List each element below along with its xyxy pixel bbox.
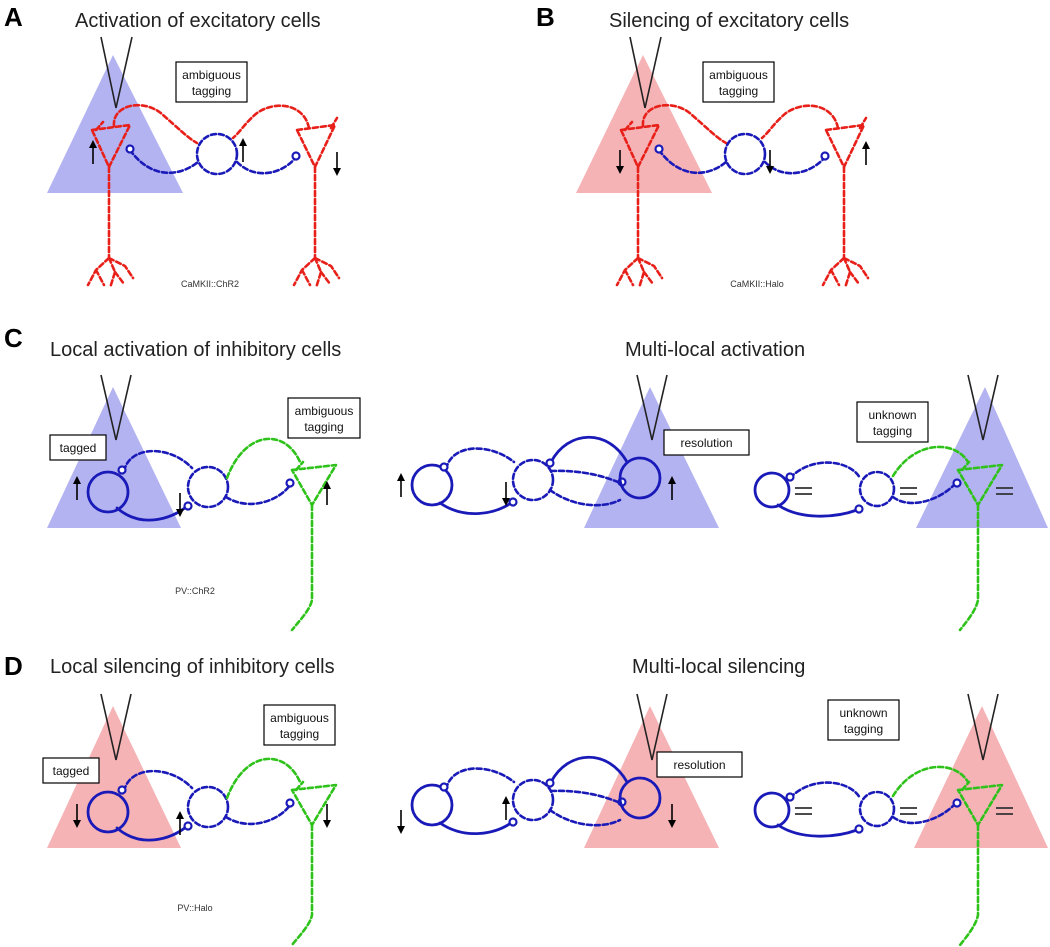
unknown-neuron xyxy=(891,445,1004,632)
ambiguous-tagging-box xyxy=(702,61,775,103)
interneuron-chain xyxy=(753,461,962,518)
resolution-box xyxy=(663,429,750,456)
box-line-1: ambiguous xyxy=(182,68,241,82)
activity-arrows xyxy=(73,804,331,835)
recording-electrode xyxy=(100,374,132,441)
panel-a-letter: A xyxy=(4,2,23,32)
tagged-label: tagged xyxy=(53,764,90,778)
box-line-2: tagging xyxy=(844,722,883,736)
interneuron-chain xyxy=(410,435,662,516)
panel-c-letter: C xyxy=(4,323,23,353)
activity-arrows xyxy=(397,473,676,506)
panel-a-title: Activation of excitatory cells xyxy=(75,10,321,32)
recording-electrode xyxy=(100,36,133,109)
box-line-2: tagging xyxy=(280,727,319,741)
recording-electrode xyxy=(636,693,668,761)
inhibitory-interneuron xyxy=(117,449,295,509)
box-line-2: tagging xyxy=(192,84,231,98)
resolution-label: resolution xyxy=(673,758,725,772)
box-line-1: unknown xyxy=(839,706,887,720)
panel-b: B Silencing of excitatory cells ambiguou… xyxy=(536,2,870,290)
panel-d-title: Local silencing of inhibitory cells xyxy=(50,656,335,678)
inhibitory-interneuron xyxy=(125,132,301,176)
excitatory-neuron-right xyxy=(231,104,341,290)
ambiguous-tagging-box xyxy=(175,61,248,103)
excitatory-neuron-left xyxy=(615,104,728,290)
recording-electrode xyxy=(967,374,999,441)
box-line-1: ambiguous xyxy=(295,404,354,418)
tagged-interneuron xyxy=(86,790,193,842)
box-line-1: ambiguous xyxy=(709,68,768,82)
unknown-neuron xyxy=(891,765,1004,947)
box-line-1: ambiguous xyxy=(270,711,329,725)
tagged-box xyxy=(49,434,107,461)
unknown-tagging-box xyxy=(827,699,900,741)
resolution-label: resolution xyxy=(680,436,732,450)
light-cone-silencing xyxy=(914,706,1048,848)
inhibitory-interneuron xyxy=(117,769,295,829)
construct-label: CaMKII::Halo xyxy=(730,279,784,289)
panel-c-multi-title: Multi-local activation xyxy=(625,339,805,361)
excitatory-neuron-left xyxy=(86,104,199,290)
tagged-label: tagged xyxy=(60,441,97,455)
box-line-2: tagging xyxy=(873,424,912,438)
recording-electrode xyxy=(636,374,668,441)
excitatory-neuron-right xyxy=(760,104,870,290)
recording-electrode xyxy=(967,693,999,761)
construct-label: PV::Halo xyxy=(177,903,212,913)
panel-c-title: Local activation of inhibitory cells xyxy=(50,339,341,361)
construct-label: PV::ChR2 xyxy=(175,586,215,596)
resolution-box xyxy=(656,751,743,778)
light-cone-silencing xyxy=(584,706,719,848)
box-line-2: tagging xyxy=(719,84,758,98)
panel-b-letter: B xyxy=(536,2,555,32)
light-cone-silencing xyxy=(47,706,181,848)
unknown-neuron xyxy=(225,757,338,947)
interneuron-chain xyxy=(410,755,662,836)
recording-electrode xyxy=(629,36,662,109)
panel-c: C Local activation of inhibitory cells M… xyxy=(4,323,1048,632)
panel-d: D Local silencing of inhibitory cells Mu… xyxy=(4,651,1048,947)
ambiguous-tagging-box xyxy=(287,397,361,439)
panel-b-title: Silencing of excitatory cells xyxy=(609,10,849,32)
activity-arrows xyxy=(616,141,870,174)
light-cone-activation xyxy=(584,387,719,528)
no-change-equals-signs xyxy=(795,487,1013,495)
activity-arrows xyxy=(73,476,331,517)
tagged-box xyxy=(42,757,100,784)
construct-label: CaMKII::ChR2 xyxy=(181,279,239,289)
unknown-tagging-box xyxy=(856,401,929,443)
unknown-neuron xyxy=(225,437,338,632)
recording-electrode xyxy=(100,693,132,761)
light-cone-activation xyxy=(916,387,1048,528)
panel-d-multi-title: Multi-local silencing xyxy=(632,656,805,678)
panel-d-letter: D xyxy=(4,651,23,681)
ambiguous-tagging-box xyxy=(263,704,336,746)
light-cone-activation xyxy=(47,387,181,528)
interneuron-chain xyxy=(753,781,962,838)
panel-a: A Activation of excitatory cells ambiguo… xyxy=(4,2,341,290)
activity-arrows xyxy=(89,138,341,176)
box-line-2: tagging xyxy=(304,420,343,434)
activity-arrows xyxy=(397,796,676,834)
no-change-equals-signs xyxy=(795,807,1013,815)
box-line-1: unknown xyxy=(868,408,916,422)
